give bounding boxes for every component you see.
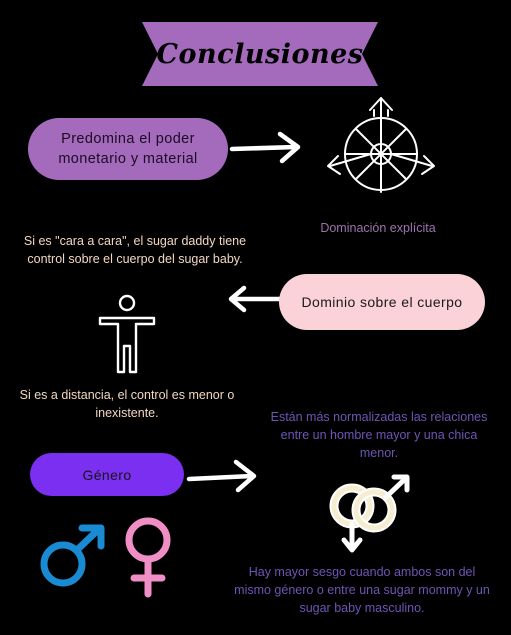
node-dominio-cuerpo: Dominio sobre el cuerpo [279, 274, 485, 330]
text-cara-a-cara: Si es "cara a cara", el sugar daddy tien… [23, 234, 247, 266]
node-predomina-poder: Predomina el poder monetario y material [28, 118, 228, 180]
text-normalizadas: Están más normalizadas las relaciones en… [270, 410, 488, 460]
page-title: Conclusiones [156, 38, 364, 70]
dominance-compass-icon [327, 97, 435, 193]
text-a-distancia: Si es a distancia, el control es menor o… [19, 388, 235, 420]
node-genero: Género [30, 453, 184, 496]
interlocked-gender-icon [329, 474, 410, 553]
title-ribbon [142, 22, 378, 86]
text-mayor-sesgo: Hay mayor sesgo cuando ambos son del mis… [234, 565, 490, 615]
female-symbol-icon [125, 517, 171, 598]
human-figure-icon [98, 294, 156, 374]
label-dominacion-explicita: Dominación explícita [320, 221, 436, 235]
arrow-right-1 [229, 131, 301, 164]
male-symbol-icon [40, 524, 105, 587]
arrow-left-1 [228, 285, 283, 313]
arrow-right-2 [186, 459, 257, 493]
